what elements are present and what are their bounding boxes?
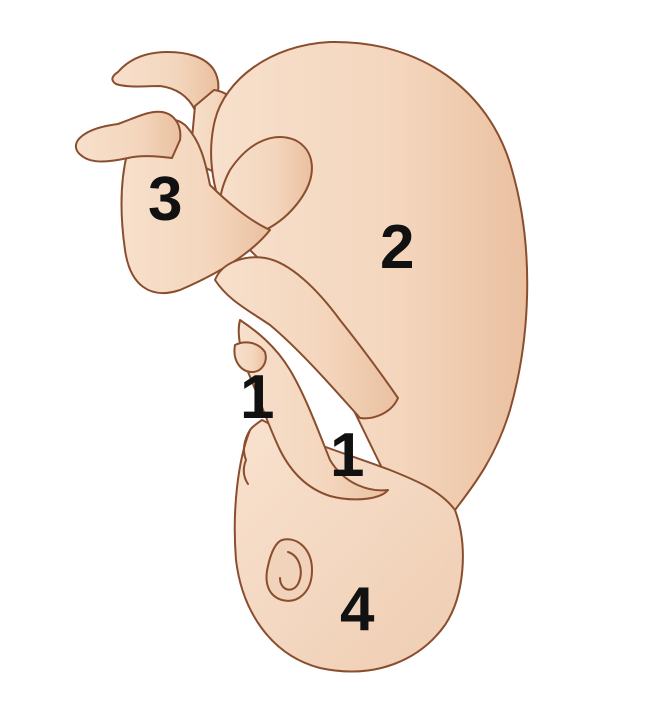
label-arm-lower: 1 <box>330 421 364 490</box>
upper-arm <box>214 256 399 420</box>
label-trunk: 2 <box>380 213 414 282</box>
front-leg <box>120 118 271 295</box>
label-arm-upper: 1 <box>240 363 274 432</box>
label-head: 4 <box>340 575 375 644</box>
label-legs: 3 <box>148 165 182 234</box>
forearm <box>237 319 389 501</box>
ear <box>265 538 313 602</box>
ear-inner <box>279 551 302 591</box>
face-profile <box>242 429 251 485</box>
hand <box>233 341 267 373</box>
front-foot <box>74 110 182 163</box>
